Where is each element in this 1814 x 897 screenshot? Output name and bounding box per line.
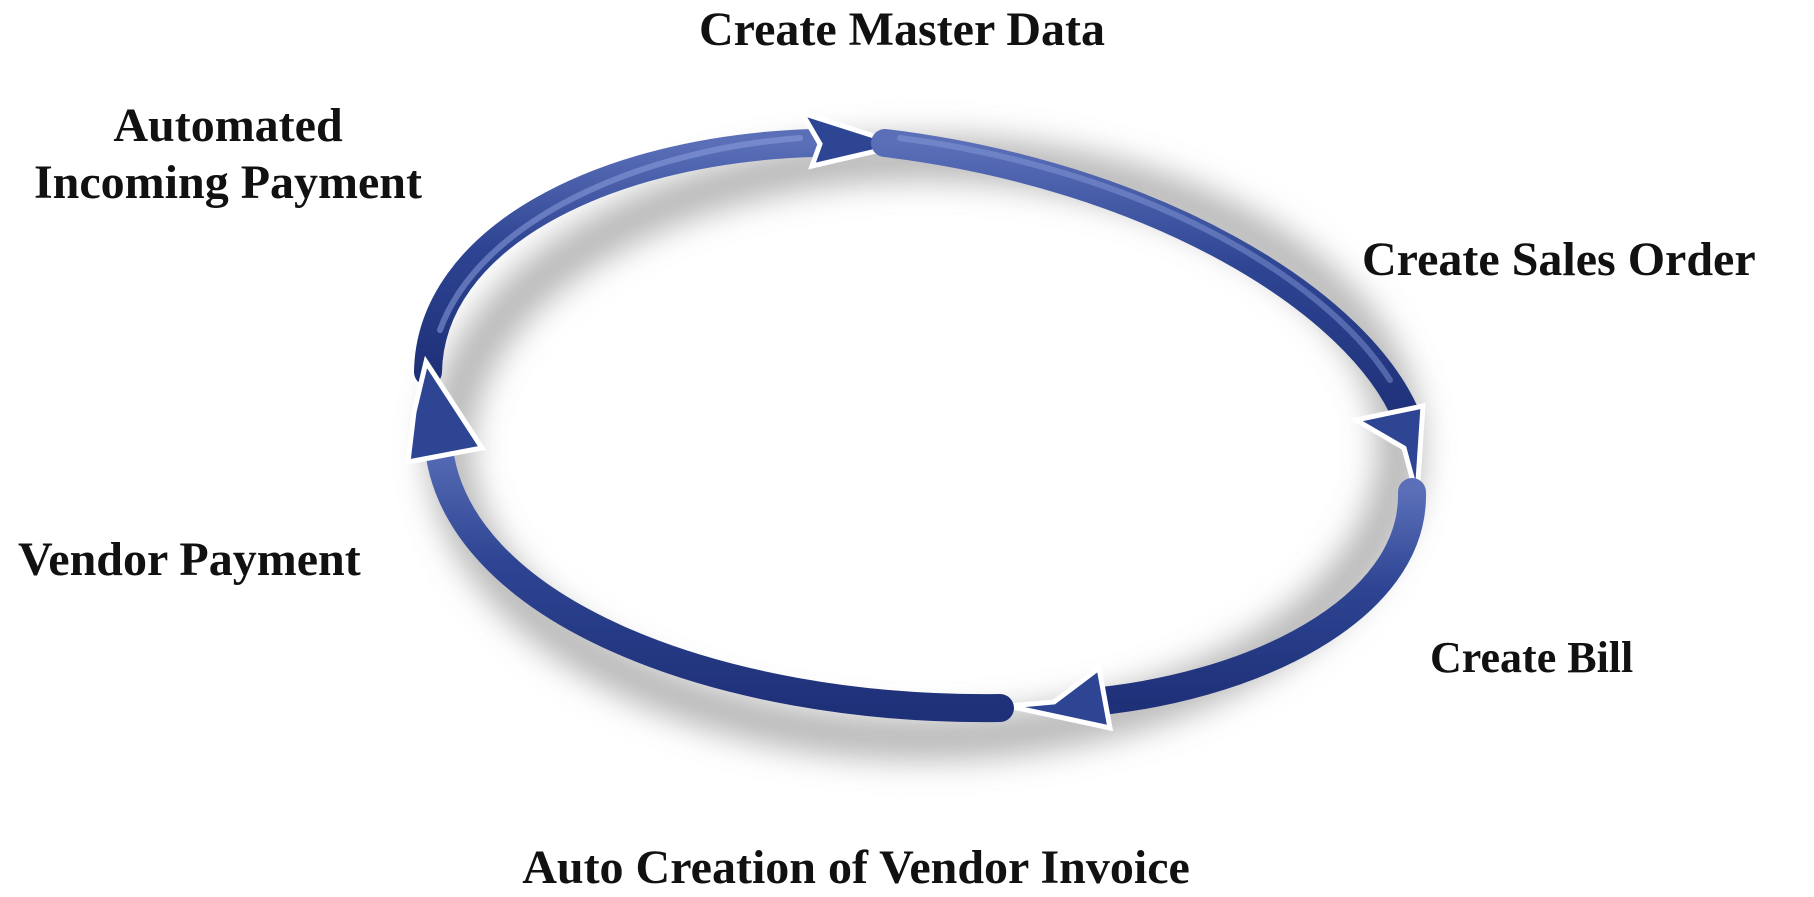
step-label-line: Create Sales Order: [1362, 233, 1756, 286]
ring-highlight-right: [897, 135, 1393, 383]
step-label-line: Vendor Payment: [18, 533, 361, 586]
step-label-automated-incoming-payment: Automated Incoming Payment: [10, 98, 446, 211]
cycle-arrowhead-1: [796, 108, 912, 170]
step-label-auto-creation-of-vendor-invoice: Auto Creation of Vendor Invoice: [484, 840, 1228, 897]
step-label-vendor-payment: Vendor Payment: [18, 532, 361, 589]
cycle-arrowhead-4: [405, 355, 487, 466]
step-label-line: Incoming Payment: [34, 155, 422, 209]
step-label-line: Auto Creation of Vendor Invoice: [522, 841, 1190, 894]
ring-highlight: [437, 135, 803, 333]
cycle-arrow-segment-4: [424, 426, 1014, 723]
step-label-create-bill: Create Bill: [1430, 632, 1633, 684]
step-label-create-master-data: Create Master Data: [676, 2, 1128, 59]
step-label-create-sales-order: Create Sales Order: [1362, 232, 1756, 289]
cycle-arrow-segment-2: [871, 129, 1422, 434]
cycle-arrow-segment-1: [414, 129, 826, 386]
step-label-line: Create Bill: [1430, 633, 1634, 682]
step-label-line: Create Master Data: [698, 3, 1106, 56]
step-label-line: Automated: [113, 99, 343, 152]
cycle-arrow-segment-3: [1066, 478, 1427, 717]
